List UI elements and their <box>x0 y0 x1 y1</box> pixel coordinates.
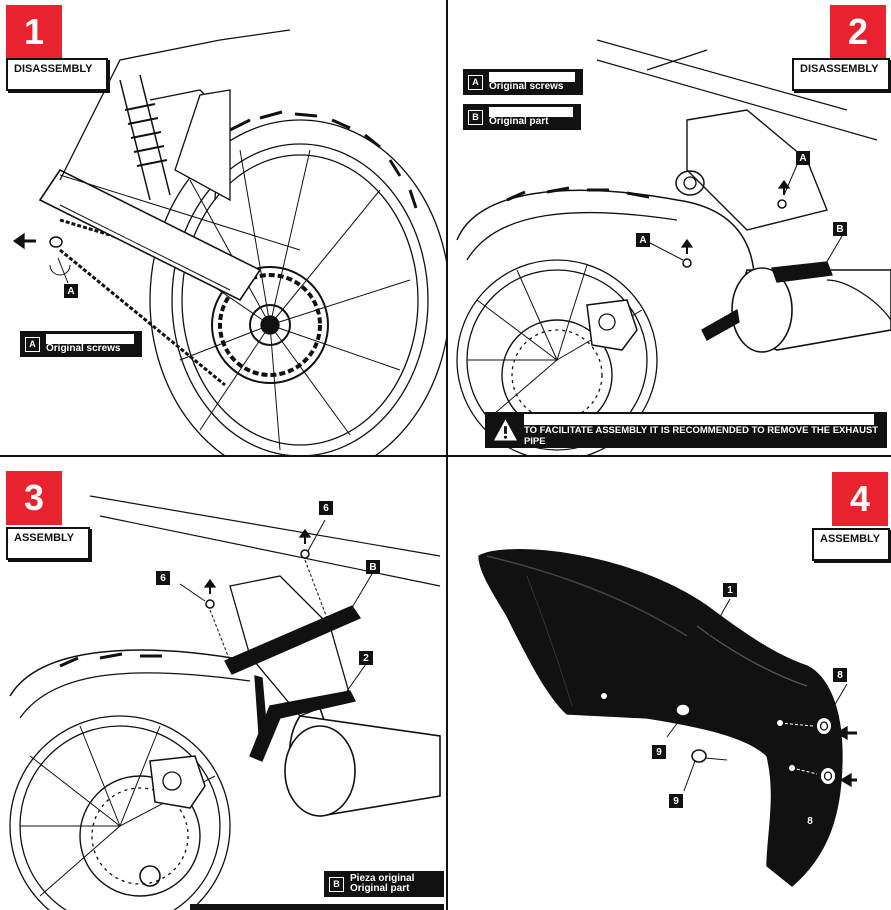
legend-line-2: Original part <box>489 116 549 127</box>
callout-a: A <box>636 233 650 247</box>
warning-banner: TO FACILITATE ASSEMBLY IT IS RECOMMENDED… <box>485 412 887 448</box>
callout-1: 1 <box>723 583 737 597</box>
legend-line-2: Original part <box>350 883 410 894</box>
legend-line-1 <box>46 334 134 344</box>
warning-triangle-icon <box>493 419 517 441</box>
motorcycle-rear-wheel-illustration <box>0 0 446 455</box>
legend-line-2: Original screws <box>46 343 121 354</box>
arrow-icon <box>14 234 24 248</box>
legend-original-part: B Original part <box>463 104 581 130</box>
legend-line-1 <box>489 72 575 82</box>
step-number: 4 <box>832 472 888 526</box>
stage-label: ASSEMBLY <box>812 528 890 561</box>
horizontal-divider <box>0 455 891 457</box>
legend-original-screws: A Original screws <box>463 69 583 95</box>
legend-key: B <box>329 876 344 892</box>
arrow-icon <box>779 181 789 188</box>
callout-a: A <box>64 284 78 298</box>
callout-6: 6 <box>319 501 333 515</box>
callout-a: A <box>796 151 810 165</box>
callout-2: 2 <box>359 651 373 665</box>
step-number: 2 <box>830 5 886 59</box>
arrow-icon <box>841 774 851 786</box>
warning-line-2: TO FACILITATE ASSEMBLY IT IS RECOMMENDED… <box>523 424 879 447</box>
panel-step-2: 2 DISASSEMBLY A Original screws B Origin… <box>447 0 891 455</box>
exhaust-side-illustration <box>447 0 891 455</box>
panel-step-4: 4 ASSEMBLY 1 8 8 9 9 <box>447 456 891 910</box>
step-number: 1 <box>6 5 62 59</box>
arrow-icon <box>205 580 215 587</box>
legend-key: A <box>468 74 483 90</box>
legend-line-2: Original screws <box>489 81 564 92</box>
arrow-icon <box>682 240 692 247</box>
bracket-assembly-illustration <box>0 456 446 910</box>
callout-b: B <box>366 560 380 574</box>
bottom-bar <box>190 904 444 910</box>
stage-label: DISASSEMBLY <box>792 58 890 91</box>
warning-line-1 <box>523 413 874 425</box>
panel-step-3: 3 ASSEMBLY 6 6 B 2 B Pieza original Orig… <box>0 456 446 910</box>
legend-original-screws: A Original screws <box>20 331 142 357</box>
legend-line-1: Pieza original <box>350 873 415 884</box>
callout-9: 9 <box>652 745 666 759</box>
callout-8: 8 <box>833 668 847 682</box>
panel-step-1: 1 DISASSEMBLY A A Original screws <box>0 0 446 455</box>
callout-9: 9 <box>669 794 683 808</box>
legend-original-part: B Pieza original Original part <box>324 871 444 897</box>
arrow-icon <box>837 727 847 739</box>
callout-8: 8 <box>803 814 817 828</box>
legend-key: B <box>468 109 483 125</box>
stage-label: ASSEMBLY <box>6 527 90 560</box>
legend-key: A <box>25 336 40 352</box>
callout-b: B <box>833 222 847 236</box>
mudguard-illustration <box>447 456 891 910</box>
step-number: 3 <box>6 471 62 525</box>
callout-6: 6 <box>156 571 170 585</box>
arrow-icon <box>300 530 310 537</box>
legend-line-1 <box>489 107 573 117</box>
stage-label: DISASSEMBLY <box>6 58 108 91</box>
